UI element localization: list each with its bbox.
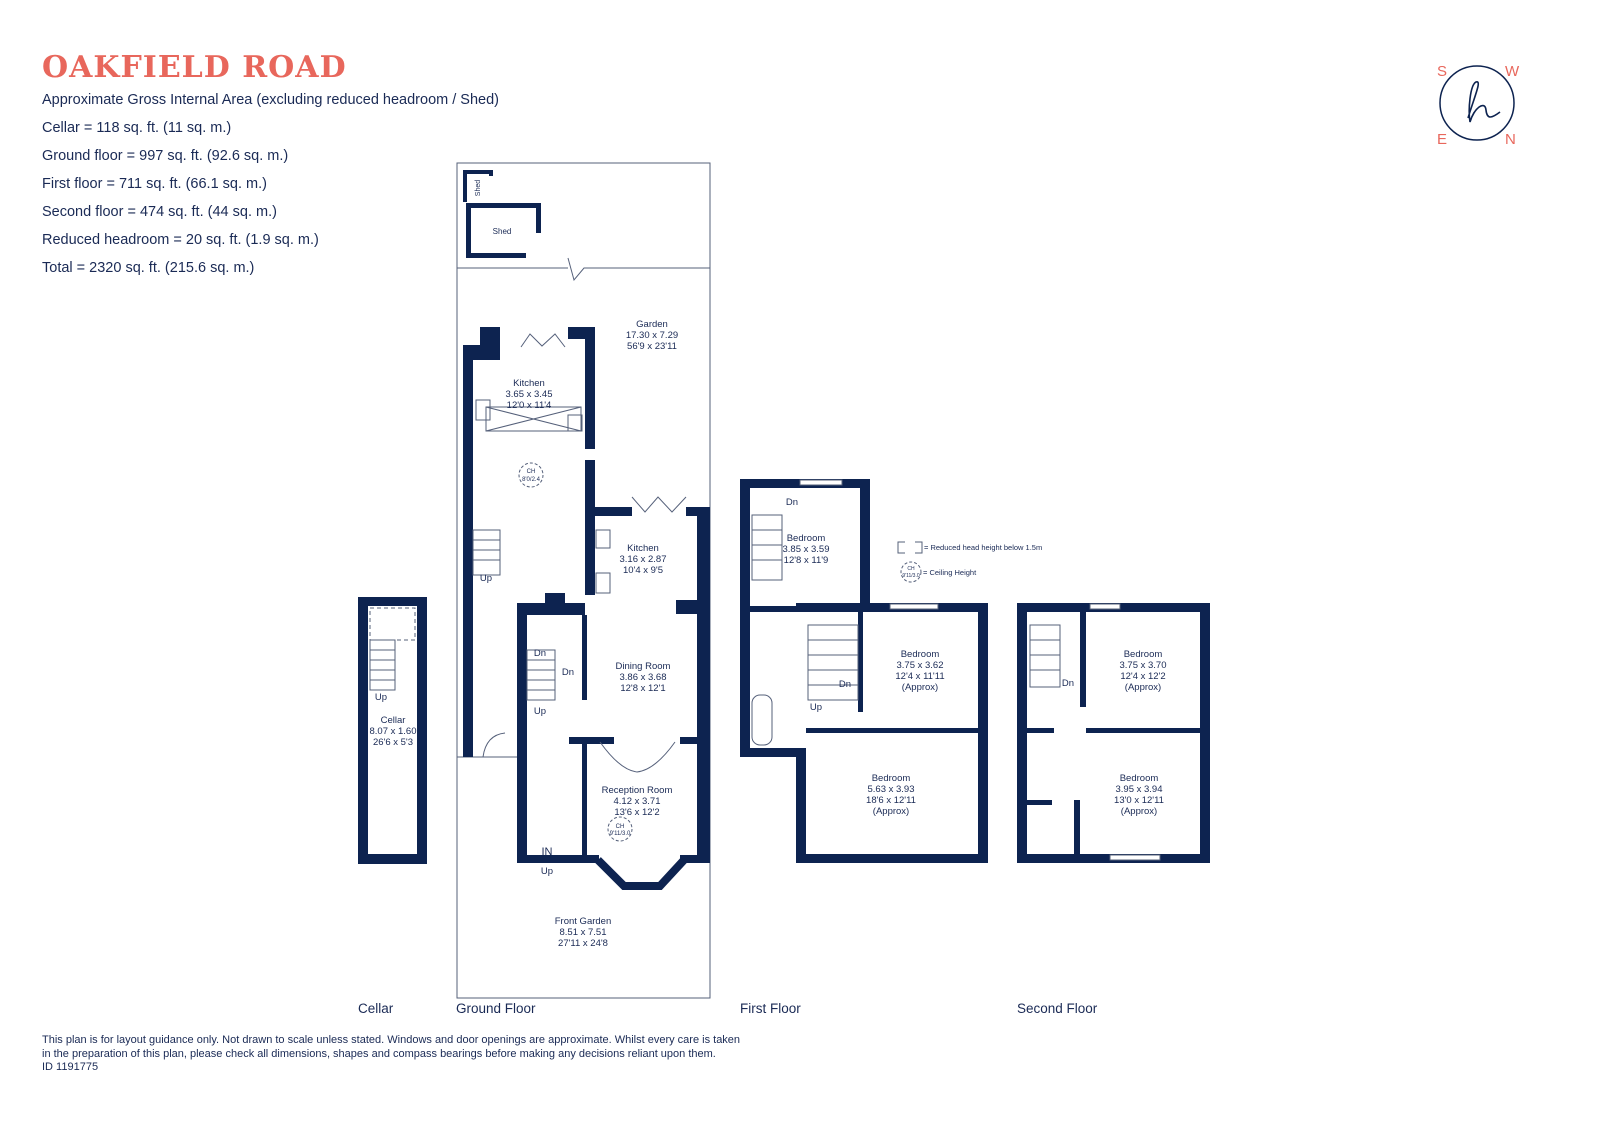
area-total: Total = 2320 sq. ft. (215.6 sq. m.) — [42, 260, 255, 276]
svg-text:4.12 x 3.71: 4.12 x 3.71 — [613, 796, 660, 807]
svg-text:Dn: Dn — [786, 497, 798, 508]
svg-text:Cellar: Cellar — [381, 715, 406, 726]
legend: = Reduced head height below 1.5m CH 9'11… — [897, 541, 1042, 583]
svg-text:3.65 x 3.45: 3.65 x 3.45 — [505, 389, 552, 400]
svg-text:CH: CH — [527, 469, 536, 475]
svg-text:(Approx): (Approx) — [902, 682, 938, 693]
svg-text:12'0 x 11'4: 12'0 x 11'4 — [507, 400, 552, 411]
svg-text:CH: CH — [907, 566, 915, 572]
svg-text:Dining Room: Dining Room — [616, 661, 671, 672]
svg-text:3.16 x 2.87: 3.16 x 2.87 — [619, 554, 666, 565]
svg-text:12'4 x 12'2: 12'4 x 12'2 — [1120, 671, 1165, 682]
svg-text:3.95 x 3.94: 3.95 x 3.94 — [1115, 784, 1162, 795]
svg-text:5.63 x 3.93: 5.63 x 3.93 — [867, 784, 914, 795]
area-reduced: Reduced headroom = 20 sq. ft. (1.9 sq. m… — [42, 232, 319, 248]
disclaimer-line: This plan is for layout guidance only. N… — [42, 1034, 741, 1046]
svg-text:Garden: Garden — [636, 319, 668, 330]
svg-text:Up: Up — [375, 692, 387, 703]
svg-text:Bedroom: Bedroom — [1124, 649, 1163, 660]
svg-text:26'6 x 5'3: 26'6 x 5'3 — [373, 737, 413, 748]
svg-text:18'6 x 12'11: 18'6 x 12'11 — [866, 795, 916, 806]
svg-text:Dn: Dn — [839, 679, 851, 690]
svg-text:Bedroom: Bedroom — [1120, 773, 1159, 784]
svg-text:9'11/3.0: 9'11/3.0 — [610, 831, 631, 837]
svg-text:Dn: Dn — [562, 667, 574, 678]
svg-text:IN: IN — [542, 846, 553, 858]
svg-text:= Reduced head height below 1.: = Reduced head height below 1.5m — [924, 543, 1042, 552]
svg-text:Shed: Shed — [493, 227, 512, 236]
svg-text:E: E — [1437, 131, 1447, 148]
svg-text:N: N — [1505, 131, 1516, 148]
svg-text:27'11 x 24'8: 27'11 x 24'8 — [558, 938, 608, 949]
svg-text:Reception Room: Reception Room — [602, 785, 673, 796]
svg-text:(Approx): (Approx) — [1125, 682, 1161, 693]
svg-text:13'6 x 12'2: 13'6 x 12'2 — [614, 807, 659, 818]
floor-label-second: Second Floor — [1017, 1001, 1098, 1016]
svg-text:13'0 x 12'11: 13'0 x 12'11 — [1114, 795, 1164, 806]
area-second: Second floor = 474 sq. ft. (44 sq. m.) — [42, 204, 277, 220]
svg-text:(Approx): (Approx) — [1121, 806, 1157, 817]
svg-text:3.75 x 3.62: 3.75 x 3.62 — [896, 660, 943, 671]
svg-text:(Approx): (Approx) — [873, 806, 909, 817]
svg-text:12'8 x 12'1: 12'8 x 12'1 — [620, 683, 665, 694]
svg-text:3.85 x 3.59: 3.85 x 3.59 — [782, 544, 829, 555]
svg-text:CH: CH — [616, 824, 625, 830]
svg-text:56'9 x 23'11: 56'9 x 23'11 — [627, 341, 677, 352]
svg-text:Shed: Shed — [475, 180, 482, 196]
floor-label-ground: Ground Floor — [456, 1001, 536, 1016]
svg-text:Bedroom: Bedroom — [787, 533, 826, 544]
svg-text:12'4 x 11'11: 12'4 x 11'11 — [895, 671, 944, 682]
svg-text:Kitchen: Kitchen — [513, 378, 545, 389]
area-heading: Approximate Gross Internal Area (excludi… — [42, 92, 499, 108]
svg-text:Bedroom: Bedroom — [901, 649, 940, 660]
property-title: OAKFIELD ROAD — [42, 50, 347, 85]
svg-text:Dn: Dn — [1062, 678, 1074, 689]
svg-text:Up: Up — [541, 866, 553, 877]
disclaimer-line: in the preparation of this plan, please … — [42, 1047, 716, 1060]
disclaimer: This plan is for layout guidance only. N… — [42, 1034, 842, 1075]
svg-text:W: W — [1505, 63, 1520, 80]
area-cellar: Cellar = 118 sq. ft. (11 sq. m.) — [42, 120, 232, 136]
ground-floor-plan: Shed Shed CH 8'0/2.4 Up Garden 17.30 x 7… — [456, 162, 711, 999]
svg-text:Up: Up — [810, 702, 822, 713]
svg-text:12'8 x 11'9: 12'8 x 11'9 — [784, 555, 829, 566]
svg-text:8.07 x 1.60: 8.07 x 1.60 — [369, 726, 416, 737]
svg-text:17.30 x 7.29: 17.30 x 7.29 — [626, 330, 678, 341]
area-ground: Ground floor = 997 sq. ft. (92.6 sq. m.) — [42, 148, 289, 164]
svg-text:Up: Up — [534, 706, 546, 717]
svg-text:Dn: Dn — [534, 648, 546, 659]
svg-text:= Ceiling Height: = Ceiling Height — [923, 568, 977, 577]
svg-text:S: S — [1437, 63, 1447, 80]
svg-text:3.75 x 3.70: 3.75 x 3.70 — [1119, 660, 1166, 671]
cellar-plan: Up Cellar 8.07 x 1.60 26'6 x 5'3 — [358, 597, 427, 864]
first-floor-plan: Dn Dn Up Bedroom 3.85 x 3.59 12'8 x 11'9… — [740, 479, 988, 863]
floor-label-first: First Floor — [740, 1001, 801, 1016]
second-floor-plan: Dn Bedroom 3.75 x 3.70 12'4 x 12'2 (Appr… — [1017, 603, 1210, 863]
svg-text:9'11/3.0: 9'11/3.0 — [902, 573, 919, 579]
floor-label-cellar: Cellar — [358, 1001, 394, 1016]
svg-text:8.51 x 7.51: 8.51 x 7.51 — [559, 927, 606, 938]
plan-id: ID 1191775 — [42, 1061, 99, 1073]
svg-text:8'0/2.4: 8'0/2.4 — [522, 477, 540, 483]
svg-text:Front Garden: Front Garden — [555, 916, 612, 927]
svg-text:Up: Up — [480, 573, 492, 584]
svg-text:3.86 x 3.68: 3.86 x 3.68 — [619, 672, 666, 683]
svg-text:Bedroom: Bedroom — [872, 773, 911, 784]
area-first: First floor = 711 sq. ft. (66.1 sq. m.) — [42, 176, 267, 192]
svg-text:Kitchen: Kitchen — [627, 543, 659, 554]
compass-logo: S W E N — [1437, 63, 1520, 148]
svg-text:10'4 x 9'5: 10'4 x 9'5 — [623, 565, 663, 576]
